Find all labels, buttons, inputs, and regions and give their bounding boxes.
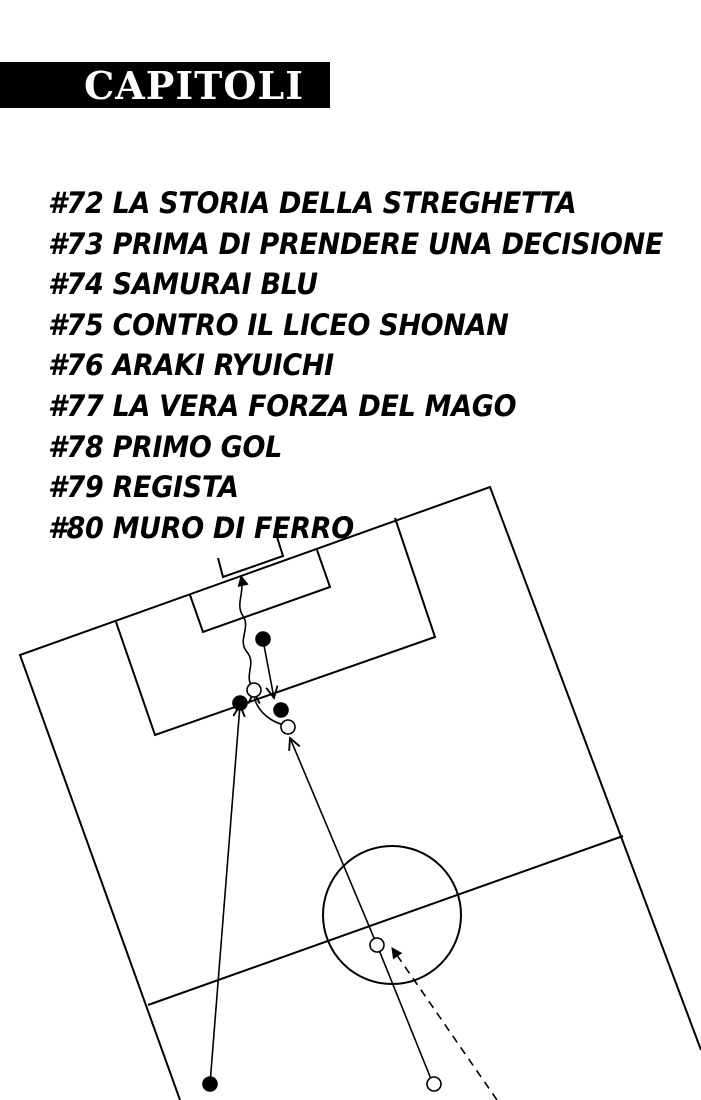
pitch-outline	[18, 485, 701, 1100]
player-dark	[273, 702, 289, 718]
player-light	[246, 682, 262, 698]
player-light	[369, 937, 385, 953]
chapter-list: #72 LA STORIA DELLA STREGHETTA #73 PRIMA…	[48, 183, 701, 548]
player-dark	[232, 695, 248, 711]
goal-area	[189, 549, 332, 634]
chapter-item: #77 LA VERA FORZA DEL MAGO	[48, 388, 517, 423]
player-light	[426, 1076, 442, 1092]
player-dark	[255, 631, 271, 647]
chapter-item: #80 MURO DI FERRO	[48, 510, 354, 545]
goal	[217, 536, 285, 579]
chapter-item: #72 LA STORIA DELLA STREGHETTA	[48, 186, 577, 220]
page-title-text: CAPITOLI	[84, 62, 304, 108]
run-line-top	[262, 639, 274, 698]
chapter-item: #78 PRIMO GOL	[48, 429, 283, 464]
player-light	[280, 719, 296, 735]
halfway-line	[147, 835, 624, 1006]
dribble-line	[237, 574, 254, 689]
page-title: CAPITOLI	[0, 62, 330, 108]
player-dark	[202, 1076, 218, 1092]
chapter-item: #74 SAMURAI BLU	[48, 267, 318, 302]
chapter-item: #76 ARAKI RYUICHI	[48, 348, 334, 383]
run-line-left	[209, 705, 240, 1085]
penalty-area	[115, 517, 437, 737]
chapter-item: #75 CONTRO IL LICEO SHONAN	[48, 307, 509, 342]
chapter-item: #73 PRIMA DI PRENDERE UNA DECISIONE	[48, 226, 664, 261]
chapter-item: #79 REGISTA	[48, 470, 239, 505]
dashed-pass-line	[391, 947, 498, 1100]
